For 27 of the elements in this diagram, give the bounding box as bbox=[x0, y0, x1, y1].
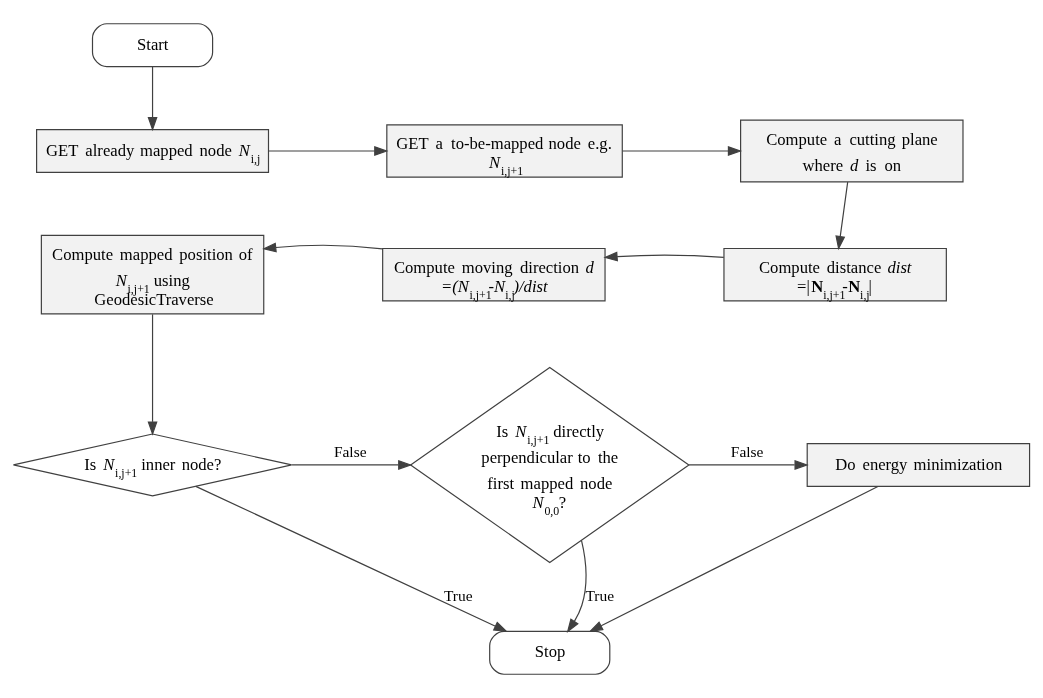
edge-label: False bbox=[333, 443, 367, 461]
node-box: Compute distance dist =|N$_{i,j+1}$-N$_{i,j}$| bbox=[723, 247, 947, 302]
arrow bbox=[262, 242, 384, 253]
arrow bbox=[688, 459, 809, 470]
arrow bbox=[621, 146, 743, 156]
node-box: Compute moving direction d =(N$_{i,j+1}$-N$_{i,j}$)/dist bbox=[382, 247, 606, 302]
arrow bbox=[291, 459, 413, 470]
node-box: Do energy minimization bbox=[806, 442, 1031, 487]
edge-label: False bbox=[730, 443, 764, 461]
node-diamond: Is N$_{i,j+1}$ inner node? bbox=[12, 433, 293, 497]
node-diamond: Is N$_{i,j+1}$ directly perpendicular to the first mapped node N$_{0,0}$? bbox=[409, 366, 690, 564]
node-box: GET a to-be-mapped node e.g. N$_{i,j+1}$ bbox=[386, 124, 623, 178]
arrow bbox=[588, 485, 879, 633]
node-box: Stop bbox=[489, 630, 611, 675]
arrow bbox=[603, 251, 725, 262]
edge-label: True bbox=[585, 586, 615, 604]
arrow bbox=[147, 313, 158, 436]
arrow bbox=[195, 485, 508, 633]
node-box: Start bbox=[91, 23, 214, 68]
arrow bbox=[566, 539, 587, 633]
arrow bbox=[268, 146, 389, 156]
arrow bbox=[835, 181, 849, 251]
edge-label: True bbox=[443, 586, 473, 604]
node-box: Compute mapped position of N$_{i,j+1}$ using GeodesicTraverse bbox=[40, 234, 265, 315]
node-box: GET already mapped node N$_{i,j}$ bbox=[36, 129, 270, 173]
node-box: Compute a cutting plane where d is on bbox=[740, 119, 964, 183]
arrow bbox=[147, 66, 158, 132]
